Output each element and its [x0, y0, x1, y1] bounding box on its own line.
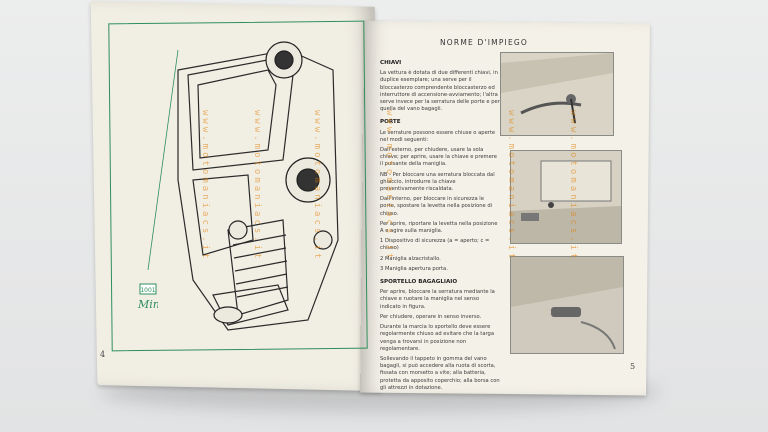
paragraph: Dall'interno, per bloccare in sicurezza …	[380, 196, 493, 217]
paragraph: Per aprire, riportare la levetta nella p…	[380, 220, 498, 235]
paragraph: Durante la marcia lo sportello deve esse…	[380, 324, 495, 352]
paragraph: Dall'esterno, per chiudere, usare la sol…	[380, 147, 498, 168]
watermark: www.motomaniacs.it	[252, 110, 262, 262]
door-key-photo	[500, 52, 614, 136]
watermark: www.motomaniacs.it	[506, 110, 516, 262]
door-interior-photo	[510, 150, 622, 244]
right-page-number: 5	[630, 362, 636, 371]
mini-logo: 1001 Mini	[137, 283, 158, 311]
car-illustration	[147, 41, 339, 331]
svg-text:Mini: Mini	[137, 298, 158, 311]
section-heading-bagagliaio: SPORTELLO BAGAGLIAIO	[380, 279, 458, 286]
paragraph: 1 Dispositivo di sicurezza (a = aperto; …	[380, 238, 490, 252]
watermark: www.motomaniacs.it	[200, 110, 210, 262]
trunk-handle-photo	[510, 256, 624, 354]
instructions-column: CHIAVI La vettura è dotata di due differ…	[380, 54, 500, 395]
paragraph: Per chiudere, operare in senso inverso.	[380, 313, 482, 320]
paragraph: 2 Maniglia alzacristallo.	[380, 255, 441, 262]
left-page-number: 4	[100, 350, 106, 359]
page-header: NORME D'IMPIEGO	[440, 38, 529, 47]
paragraph: NB - Per bloccare una serratura bloccata…	[380, 171, 495, 193]
paragraph: 3 Maniglia apertura porta.	[380, 265, 448, 272]
section-heading-porte: PORTE	[380, 119, 401, 126]
svg-text:1001: 1001	[140, 287, 155, 294]
paragraph: Le serrature possono essere chiuse o ape…	[380, 129, 496, 143]
watermark: www.motomaniacs.it	[384, 110, 394, 262]
section-heading-chiavi: CHIAVI	[380, 60, 402, 66]
watermark: www.motomaniacs.it	[568, 110, 578, 262]
paragraph: La vettura è dotata di due differenti ch…	[380, 70, 500, 113]
paragraph: Per aprire, bloccare la serratura median…	[380, 289, 495, 310]
paragraph: Sollevando il tappeto in gomma del vano …	[380, 355, 500, 391]
watermark: www.motomaniacs.it	[312, 110, 322, 262]
